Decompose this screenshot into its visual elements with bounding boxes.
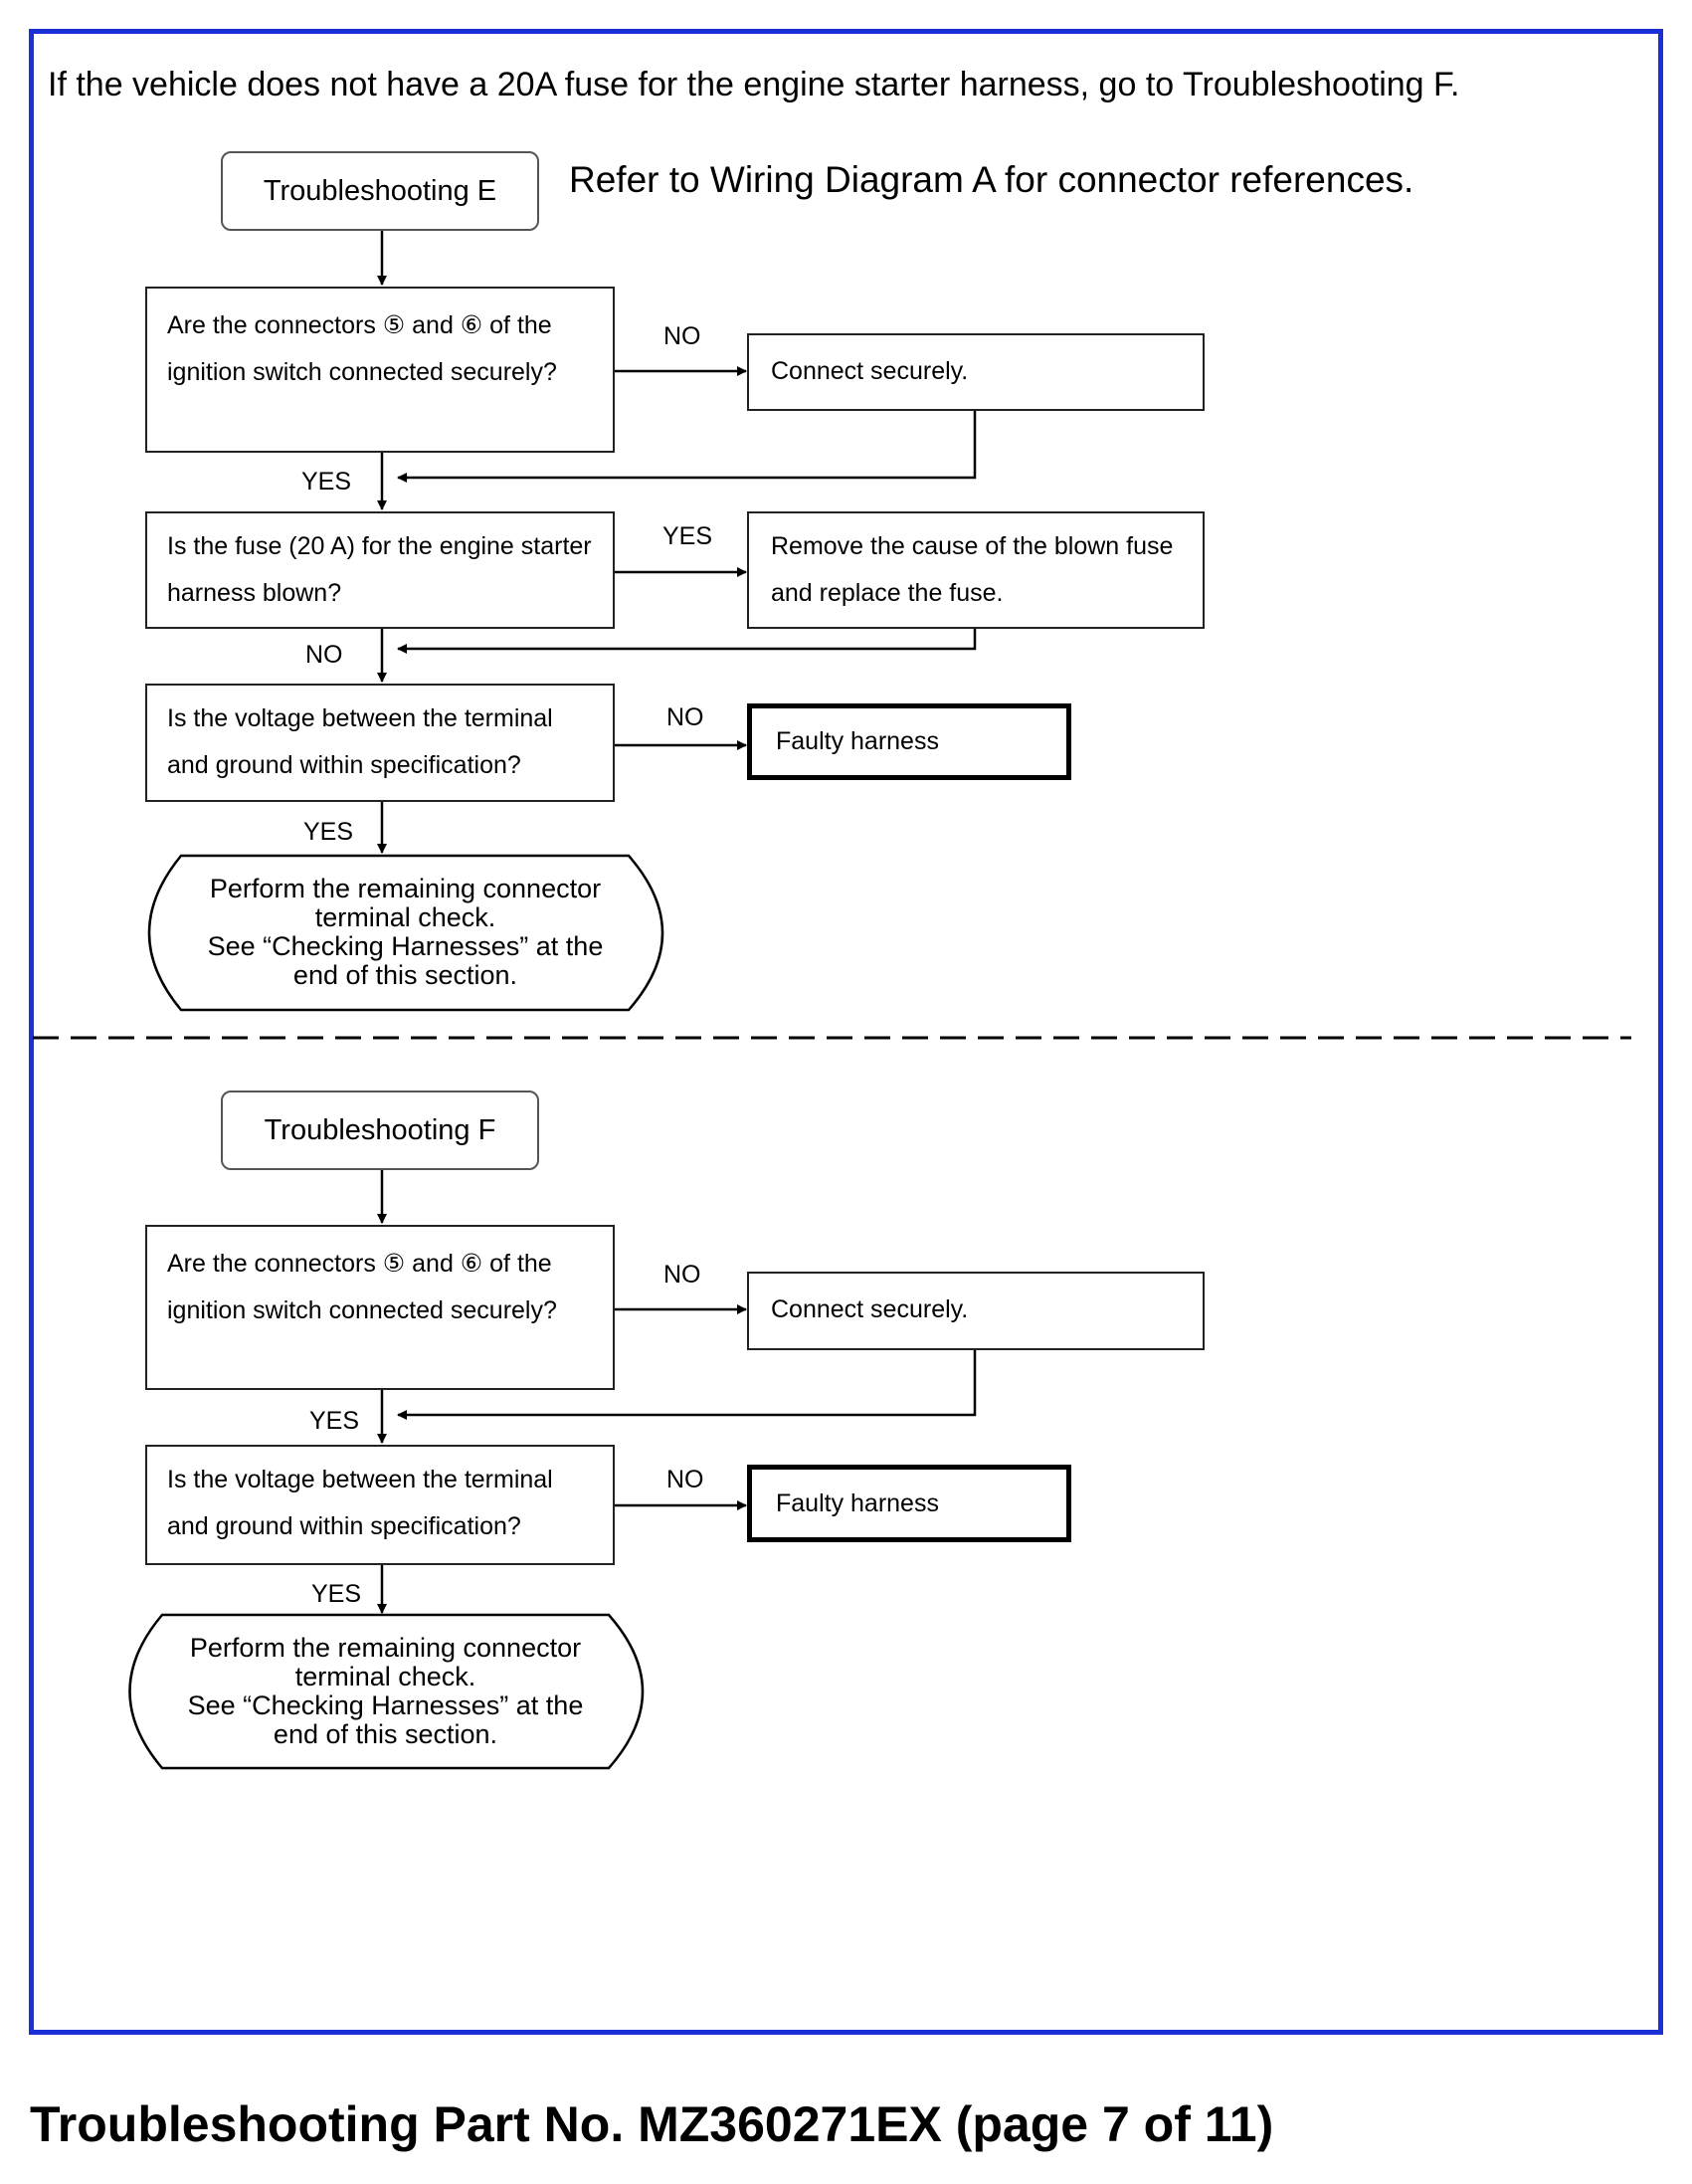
question-box-f1: Are the connectors ⑤ and ⑥ of the igniti… <box>145 1225 615 1390</box>
result-box-e3: Faulty harness <box>747 703 1071 780</box>
start-box-e: Troubleshooting E <box>221 151 539 231</box>
question-f2-line1: Is the voltage between the terminal <box>167 1466 553 1493</box>
end-e-line3: See “Checking Harnesses” at the <box>207 931 604 961</box>
label-e2-no: NO <box>305 641 343 669</box>
end-f-line1: Perform the remaining connector <box>189 1633 582 1663</box>
line-e-action1-return <box>397 411 977 483</box>
end-terminator-f: Perform the remaining connector terminal… <box>119 1617 652 1766</box>
label-e1-yes: YES <box>301 468 352 496</box>
label-e2-yes: YES <box>662 522 713 550</box>
end-e-line1: Perform the remaining connector <box>209 874 602 903</box>
question-box-e3: Is the voltage between the terminal and … <box>145 684 615 802</box>
page-frame <box>29 29 1663 2035</box>
action-box-e1: Connect securely. <box>747 333 1205 411</box>
label-e1-no: NO <box>663 322 701 350</box>
result-f2-label: Faulty harness <box>776 1489 939 1517</box>
end-terminator-e: Perform the remaining connector terminal… <box>139 858 671 1007</box>
end-f-line2: terminal check. <box>294 1662 476 1691</box>
question-box-e1: Are the connectors ⑤ and ⑥ of the igniti… <box>145 287 615 453</box>
end-f-line4: end of this section. <box>273 1719 498 1749</box>
result-box-f2: Faulty harness <box>747 1465 1071 1542</box>
end-terminator-e-outline <box>147 854 664 1012</box>
label-f2-no: NO <box>666 1466 704 1493</box>
question-e2-line1: Is the fuse (20 A) for the engine starte… <box>167 532 592 560</box>
question-f1-line2: ignition switch connected securely? <box>167 1296 557 1324</box>
action-box-e2: Remove the cause of the blown fuse and r… <box>747 511 1205 629</box>
question-e1-line1: Are the connectors ⑤ and ⑥ of the <box>167 311 552 339</box>
intro-text: If the vehicle does not have a 20A fuse … <box>48 66 1460 103</box>
question-f2-line2: and ground within specification? <box>167 1512 521 1540</box>
label-f1-yes: YES <box>309 1407 360 1435</box>
end-e-line4: end of this section. <box>292 960 518 990</box>
question-box-e2: Is the fuse (20 A) for the engine starte… <box>145 511 615 629</box>
footer-caption: Troubleshooting Part No. MZ360271EX (pag… <box>30 2096 1274 2152</box>
result-e3-label: Faulty harness <box>776 727 939 755</box>
question-f1-line1: Are the connectors ⑤ and ⑥ of the <box>167 1250 552 1278</box>
start-label-f: Troubleshooting F <box>264 1113 496 1146</box>
line-e-action2-return <box>397 629 977 654</box>
end-e-line2: terminal check. <box>314 902 496 932</box>
action-e1-label: Connect securely. <box>771 357 969 385</box>
action-e2-line2: and replace the fuse. <box>771 579 1004 607</box>
label-e3-no: NO <box>666 703 704 731</box>
end-f-line3: See “Checking Harnesses” at the <box>187 1690 584 1720</box>
question-e3-line2: and ground within specification? <box>167 751 521 779</box>
question-box-f2: Is the voltage between the terminal and … <box>145 1445 615 1565</box>
end-terminator-f-outline <box>128 1613 645 1770</box>
refer-text: Refer to Wiring Diagram A for connector … <box>569 159 1414 200</box>
label-f1-no: NO <box>663 1261 701 1289</box>
action-box-f1: Connect securely. <box>747 1272 1205 1350</box>
question-e3-line1: Is the voltage between the terminal <box>167 704 553 732</box>
question-e1-line2: ignition switch connected securely? <box>167 358 557 386</box>
start-box-f: Troubleshooting F <box>221 1091 539 1170</box>
start-label-e: Troubleshooting E <box>263 174 497 207</box>
label-f2-yes: YES <box>311 1580 362 1608</box>
action-e2-line1: Remove the cause of the blown fuse <box>771 532 1174 560</box>
action-f1-label: Connect securely. <box>771 1295 969 1323</box>
line-f-action1-return <box>397 1350 977 1420</box>
question-e2-line2: harness blown? <box>167 579 342 607</box>
label-e3-yes: YES <box>303 818 354 846</box>
